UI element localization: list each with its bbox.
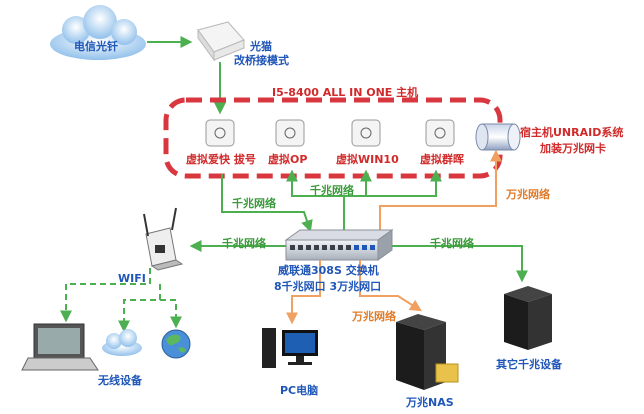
- wireless-cloud-icon: [102, 329, 142, 356]
- label-vm-synology: 虚拟群晖: [420, 153, 464, 166]
- switch-port: [314, 245, 319, 250]
- label-wifi: WIFI: [118, 272, 146, 285]
- fiber-cloud-icon: [50, 5, 146, 60]
- label-fiber: 电信光钎: [74, 40, 118, 53]
- switch-port: [322, 245, 327, 250]
- switch-port: [290, 245, 295, 250]
- label-vm-op: 虚拟OP: [268, 153, 308, 166]
- label-host-nic-2: 加装万兆网卡: [540, 142, 606, 155]
- label-host-title: I5-8400 ALL IN ONE 主机: [272, 86, 419, 99]
- switch-port: [338, 245, 343, 250]
- switch-port: [370, 245, 375, 250]
- label-link-10g-nas: 万兆网络: [352, 310, 396, 323]
- globe-icon: [161, 329, 191, 359]
- link-gigabit-bus: [291, 169, 442, 197]
- label-vm-win10: 虚拟WIN10: [336, 153, 399, 166]
- label-vm-ikuai: 虚拟爱快 拔号: [186, 153, 256, 166]
- label-other-devices: 其它千兆设备: [496, 358, 562, 371]
- link-switch-host-10g: [379, 149, 502, 232]
- label-switch-1: 威联通308S 交换机: [278, 264, 379, 277]
- vm-op-icon: [275, 119, 305, 147]
- switch-port: [346, 245, 351, 250]
- label-nas: 万兆NAS: [406, 396, 454, 409]
- vm-ikuai-icon: [205, 119, 235, 147]
- link-wifi-globe: [160, 299, 182, 329]
- vm-win10-icon: [351, 119, 381, 147]
- switch-port: [354, 245, 359, 250]
- vm-synology-icon: [425, 119, 455, 147]
- label-modem-mode: 改桥接模式: [234, 54, 289, 67]
- label-host-nic-1: 宿主机UNRAID系统: [520, 126, 624, 139]
- nas-icon: [396, 314, 459, 390]
- label-link-gigabit-wifi: 千兆网络: [222, 237, 266, 250]
- label-modem: 光猫: [250, 40, 272, 53]
- switch-ports: [290, 245, 375, 250]
- host-nic-icon: [475, 123, 521, 151]
- link-ikuai-switch: [221, 174, 313, 233]
- laptop-icon: [21, 323, 99, 371]
- wifi-router-icon: [143, 207, 184, 271]
- switch-port: [330, 245, 335, 250]
- switch-port: [306, 245, 311, 250]
- label-link-gigabit-2: 千兆网络: [310, 184, 354, 197]
- link-switch-other: [392, 245, 528, 283]
- label-link-gigabit-1: 千兆网络: [232, 197, 276, 210]
- optical-modem-icon: [197, 21, 245, 62]
- link-wifi-cloud: [118, 284, 161, 333]
- switch-port: [298, 245, 303, 250]
- link-switch-pc: [286, 260, 321, 325]
- label-switch-2: 8千兆网口 3万兆网口: [274, 280, 382, 293]
- server-icon: [504, 286, 552, 350]
- switch-port: [362, 245, 367, 250]
- link-switch-nas: [359, 260, 423, 312]
- label-link-10g-host: 万兆网络: [506, 188, 550, 201]
- label-pc: PC电脑: [280, 384, 319, 397]
- label-link-gigabit-other: 千兆网络: [430, 237, 474, 250]
- label-wireless: 无线设备: [98, 374, 142, 387]
- pc-icon: [262, 328, 318, 368]
